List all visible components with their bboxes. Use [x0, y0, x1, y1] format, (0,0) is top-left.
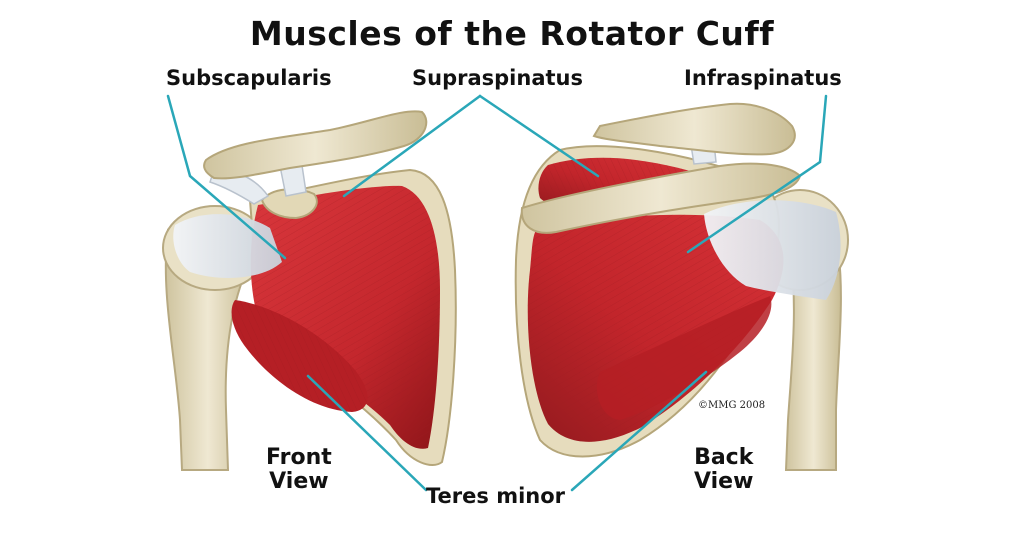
- tendon-back: [704, 200, 841, 300]
- label-front-view-line1: Front: [266, 445, 332, 470]
- scapular-spine: [520, 162, 802, 234]
- leader-teres-minor-back: [570, 370, 708, 492]
- label-subscapularis: Subscapularis: [166, 66, 332, 90]
- label-front-view: Front View: [266, 446, 332, 494]
- clavicle-front: [203, 110, 428, 180]
- leader-supraspinatus-front: [342, 94, 482, 198]
- clavicle-back: [592, 102, 796, 156]
- leader-infraspinatus: [686, 94, 828, 254]
- leader-subscapularis: [166, 94, 287, 260]
- leader-supraspinatus-back: [478, 94, 600, 178]
- label-back-view-line2: View: [694, 469, 754, 494]
- leader-lines: [166, 94, 828, 492]
- leader-teres-minor-front: [306, 374, 428, 492]
- label-supraspinatus: Supraspinatus: [412, 66, 583, 90]
- back-view-illustration: [514, 102, 849, 471]
- front-view-illustration: [162, 110, 457, 471]
- teres-minor-back: [596, 296, 772, 420]
- label-infraspinatus: Infraspinatus: [684, 66, 842, 90]
- copyright-text: ©MMG 2008: [698, 400, 766, 411]
- label-teres-minor: Teres minor: [426, 484, 566, 508]
- humerus-front: [164, 228, 252, 471]
- label-back-view: Back View: [694, 446, 753, 494]
- label-front-view-line2: View: [269, 469, 329, 494]
- label-back-view-line1: Back: [694, 445, 754, 470]
- diagram-title: Muscles of the Rotator Cuff: [249, 14, 775, 53]
- tendon-front: [173, 214, 282, 278]
